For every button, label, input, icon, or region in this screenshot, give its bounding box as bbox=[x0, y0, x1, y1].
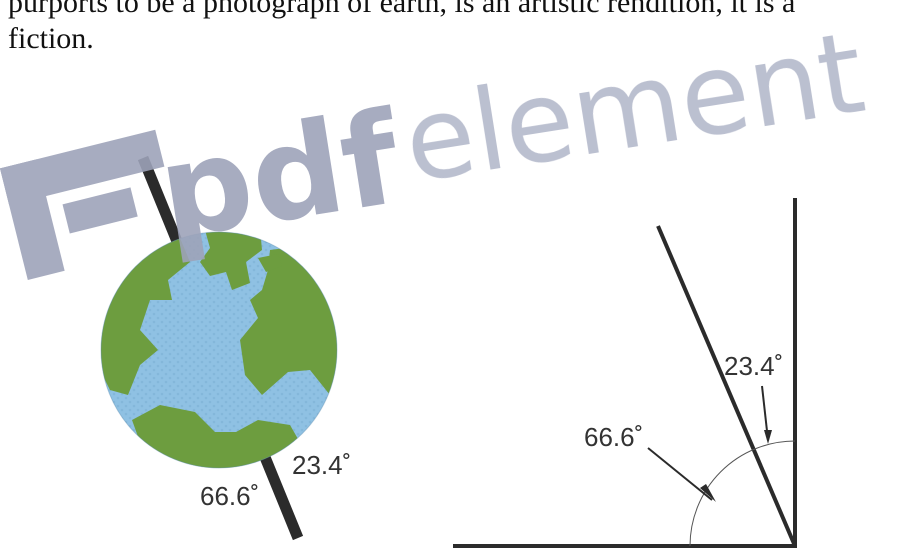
arrowhead-23-4 bbox=[764, 430, 772, 444]
pdfelement-watermark: pdf element bbox=[0, 8, 872, 281]
angle-diagram bbox=[453, 198, 797, 548]
arrowhead-66-6 bbox=[700, 484, 716, 502]
left-label-23-4: 23.4˚ bbox=[292, 450, 351, 480]
continent-top bbox=[200, 232, 262, 290]
tilted-axis-line bbox=[656, 225, 797, 547]
island-small bbox=[258, 254, 282, 272]
right-label-23-4: 23.4˚ bbox=[724, 351, 783, 381]
angle-arc bbox=[689, 440, 796, 547]
left-label-66-6: 66.6˚ bbox=[200, 481, 259, 511]
right-label-66-6: 66.6˚ bbox=[584, 422, 643, 452]
body-text-line-2: fiction. bbox=[8, 22, 94, 55]
pdfelement-logo-icon bbox=[0, 129, 165, 281]
pointer-66-6 bbox=[647, 447, 713, 501]
earth-globe bbox=[100, 231, 338, 469]
watermark-brand-light: element bbox=[396, 8, 872, 209]
body-text-line-1: purports to be a photograph of earth, is… bbox=[8, 0, 796, 19]
watermark-brand-bold: pdf bbox=[150, 84, 411, 269]
